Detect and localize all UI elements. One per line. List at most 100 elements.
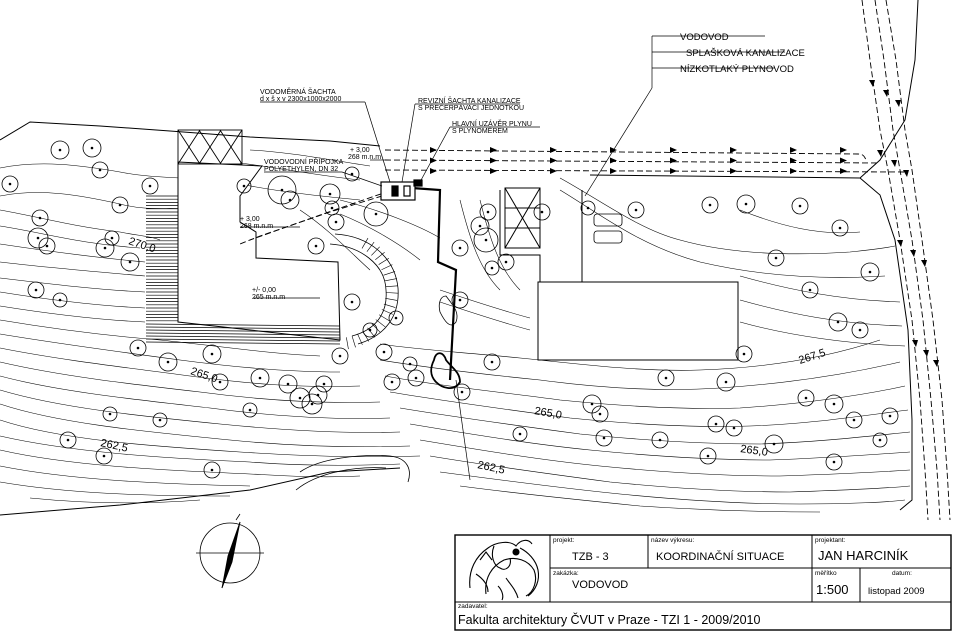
tree bbox=[801, 281, 819, 299]
tree-center bbox=[218, 380, 222, 384]
flow-arrow bbox=[840, 147, 847, 153]
tree bbox=[141, 177, 159, 195]
contour-label: 262,5 bbox=[99, 437, 128, 454]
tree-center bbox=[742, 352, 746, 356]
flow-arrow bbox=[790, 147, 797, 153]
tree bbox=[363, 201, 389, 227]
stair-step bbox=[378, 314, 390, 322]
flow-arrow bbox=[869, 80, 875, 87]
contour-label: 265,0 bbox=[533, 405, 562, 422]
tree bbox=[319, 183, 341, 205]
flow-arrow bbox=[933, 360, 939, 367]
tree bbox=[872, 432, 888, 448]
level-label-c: +/- 0,00 bbox=[252, 287, 276, 294]
tree-center bbox=[330, 206, 334, 210]
curved-path bbox=[329, 233, 399, 345]
tree bbox=[881, 407, 899, 425]
water-meter-shaft-dims: d x š x v 2300x1000x2000 bbox=[260, 96, 341, 103]
tree bbox=[50, 140, 70, 160]
tree bbox=[725, 419, 743, 437]
tree-center bbox=[460, 390, 464, 394]
tree bbox=[657, 369, 675, 387]
tree-center bbox=[38, 216, 42, 220]
sewer-line bbox=[411, 186, 458, 381]
flow-arrow bbox=[883, 90, 889, 97]
tree bbox=[580, 200, 596, 216]
stair-step bbox=[378, 257, 390, 265]
tree-center bbox=[394, 316, 398, 320]
stair-step bbox=[375, 252, 385, 261]
tree bbox=[95, 447, 113, 465]
date-label: datum: bbox=[892, 570, 912, 577]
parked-cars bbox=[593, 213, 623, 244]
project-label: projekt: bbox=[553, 537, 575, 544]
stair-step bbox=[385, 285, 398, 287]
tree-center bbox=[374, 212, 378, 216]
tree-center bbox=[350, 172, 354, 176]
tree-center bbox=[634, 208, 638, 212]
tree-center bbox=[102, 454, 106, 458]
stair-step bbox=[383, 271, 396, 276]
tree bbox=[91, 161, 109, 179]
stair-step bbox=[375, 319, 386, 328]
tree-center bbox=[732, 426, 736, 430]
level-label-a: + 3,00 bbox=[350, 147, 370, 154]
stair-step bbox=[385, 298, 398, 301]
contour-label: 267,5 bbox=[797, 347, 827, 367]
flow-arrow bbox=[790, 168, 797, 174]
tree bbox=[129, 339, 147, 357]
tree bbox=[707, 415, 725, 433]
tree bbox=[289, 387, 311, 409]
inspection-shaft-label-2: S PŘEČERPÁVACÍ JEDNOTKOU bbox=[418, 103, 524, 112]
level-label-b: + 3,00 bbox=[240, 216, 260, 223]
tree bbox=[59, 431, 77, 449]
rock-feature bbox=[430, 352, 461, 389]
tree bbox=[278, 374, 298, 394]
tree-center bbox=[484, 238, 488, 242]
flow-arrow bbox=[430, 147, 437, 153]
flow-arrow bbox=[610, 157, 617, 164]
tree bbox=[701, 196, 719, 214]
tree bbox=[791, 197, 809, 215]
flow-arrow bbox=[670, 147, 677, 153]
tree-center bbox=[832, 402, 836, 406]
flow-arrow bbox=[910, 250, 916, 257]
order-value: VODOVOD bbox=[572, 579, 628, 591]
tree bbox=[824, 394, 844, 414]
tree bbox=[825, 453, 843, 471]
terrace-step bbox=[145, 332, 341, 336]
designer-label: projektant: bbox=[815, 537, 846, 544]
water-meter-shaft-label: VODOMĚRNÁ ŠACHTA bbox=[260, 87, 336, 96]
flow-arrow bbox=[877, 150, 883, 157]
tree bbox=[736, 194, 756, 214]
tree-center bbox=[504, 260, 508, 264]
stair-step bbox=[381, 309, 393, 315]
tree bbox=[362, 322, 378, 338]
tree bbox=[483, 353, 501, 371]
scale-value: 1:500 bbox=[816, 582, 849, 597]
tree-center bbox=[316, 393, 320, 397]
tree bbox=[152, 412, 168, 428]
tree bbox=[764, 434, 784, 454]
tree-center bbox=[108, 412, 112, 416]
tree bbox=[473, 227, 499, 253]
tree-center bbox=[838, 226, 842, 230]
tree-center bbox=[744, 202, 748, 206]
tree-center bbox=[836, 320, 840, 324]
client-value: Fakulta architektury ČVUT v Praze - TZI … bbox=[458, 612, 760, 627]
flow-arrow bbox=[895, 100, 901, 107]
tree-center bbox=[808, 288, 812, 292]
tree-center bbox=[148, 184, 152, 188]
main-building bbox=[177, 161, 341, 341]
tree bbox=[591, 405, 609, 423]
tree bbox=[308, 385, 328, 405]
contour-label: 270,0 bbox=[127, 235, 157, 255]
flow-arrow bbox=[670, 168, 677, 174]
tree bbox=[797, 389, 815, 407]
terrace-step bbox=[145, 329, 341, 333]
tree-center bbox=[338, 354, 342, 358]
tree-center bbox=[868, 270, 872, 274]
title-block bbox=[454, 534, 952, 631]
tree bbox=[470, 216, 490, 236]
